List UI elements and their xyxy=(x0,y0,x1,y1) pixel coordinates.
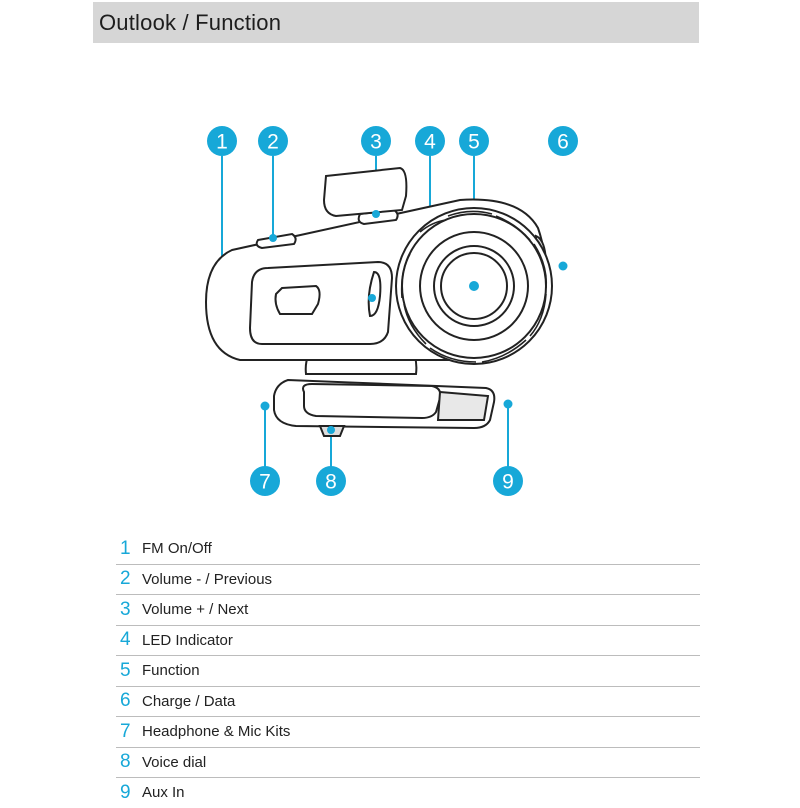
legend-label: Function xyxy=(142,662,200,680)
legend-label: FM On/Off xyxy=(142,540,212,558)
legend-label: Aux In xyxy=(142,784,185,802)
legend-item: 7 Headphone & Mic Kits xyxy=(116,717,700,748)
legend-item: 2 Volume - / Previous xyxy=(116,565,700,595)
top-clip xyxy=(322,166,408,218)
legend-number: 2 xyxy=(120,568,131,590)
legend-item: 8 Voice dial xyxy=(116,748,700,778)
mount-rail xyxy=(436,390,490,421)
legend-number: 6 xyxy=(120,690,131,712)
callout-2: 2 xyxy=(258,126,288,156)
legend-number: 3 xyxy=(120,598,131,620)
legend-number: 8 xyxy=(120,751,131,773)
svg-text:5: 5 xyxy=(468,131,480,154)
anchor-dot-3 xyxy=(372,210,380,218)
anchor-dot-2 xyxy=(269,234,277,242)
legend-label: Charge / Data xyxy=(142,692,236,710)
callout-5: 5 xyxy=(459,126,489,156)
callout-6: 6 xyxy=(548,126,578,156)
section-header: Outlook / Function xyxy=(93,2,699,43)
function-legend: 1 FM On/Off 2 Volume - / Previous 3 Volu… xyxy=(116,534,700,808)
legend-number: 9 xyxy=(120,781,131,803)
svg-text:9: 9 xyxy=(502,471,514,494)
svg-text:2: 2 xyxy=(267,131,279,154)
anchor-dot-4 xyxy=(368,294,376,302)
legend-number: 5 xyxy=(120,659,131,681)
legend-item: 3 Volume + / Next xyxy=(116,595,700,626)
callout-9: 9 xyxy=(493,466,523,496)
legend-number: 7 xyxy=(120,720,131,742)
callout-4: 4 xyxy=(415,126,445,156)
callout-1: 1 xyxy=(207,126,237,156)
anchor-dots xyxy=(260,210,568,434)
callout-8: 8 xyxy=(316,466,346,496)
mount-inner xyxy=(302,382,442,420)
callout-7: 7 xyxy=(250,466,280,496)
svg-text:6: 6 xyxy=(557,131,569,154)
svg-text:3: 3 xyxy=(370,131,382,154)
legend-item: 5 Function xyxy=(116,656,700,687)
legend-item: 6 Charge / Data xyxy=(116,687,700,717)
headset-device xyxy=(204,166,553,437)
anchor-dot-8 xyxy=(327,426,335,434)
legend-item: 1 FM On/Off xyxy=(116,534,700,565)
legend-label: Voice dial xyxy=(142,753,207,771)
legend-item: 4 LED Indicator xyxy=(116,626,700,656)
callout-3: 3 xyxy=(361,126,391,156)
legend-label: Volume - / Previous xyxy=(142,570,273,588)
legend-number: 1 xyxy=(120,537,131,559)
section-title: Outlook / Function xyxy=(99,9,282,35)
legend-label: Headphone & Mic Kits xyxy=(142,723,291,741)
volume-down-button xyxy=(255,232,297,250)
svg-text:7: 7 xyxy=(259,471,271,494)
led-indicator xyxy=(367,270,382,318)
svg-text:4: 4 xyxy=(424,131,436,154)
anchor-dot-7 xyxy=(260,401,270,411)
function-wheel xyxy=(395,207,553,365)
legend-label: Volume + / Next xyxy=(142,601,249,619)
anchor-dot-6 xyxy=(558,261,568,271)
fm-button xyxy=(274,284,321,315)
anchor-dot-9 xyxy=(503,399,513,409)
body-panel xyxy=(248,260,394,345)
svg-text:1: 1 xyxy=(216,131,228,154)
device-diagram: 1 2 3 4 5 6 7 8 xyxy=(204,126,578,496)
legend-number: 4 xyxy=(120,629,131,651)
legend-label: LED Indicator xyxy=(142,631,233,649)
legend-item: 9 Aux In xyxy=(116,778,700,808)
svg-text:8: 8 xyxy=(325,471,337,494)
